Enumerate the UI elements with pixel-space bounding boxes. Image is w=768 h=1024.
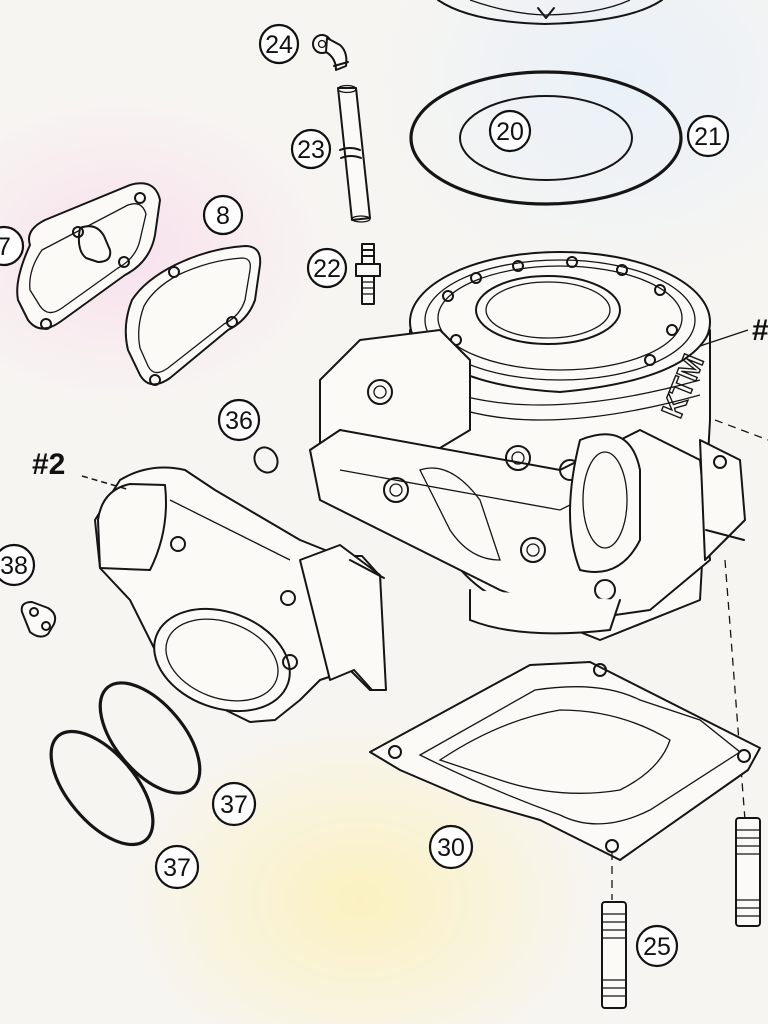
stud-axis-line [724, 559, 746, 821]
svg-text:37: 37 [220, 791, 248, 819]
callout-37-lower: 37 [154, 844, 200, 890]
o-ring-part-37-lower [49, 729, 155, 847]
part-2-leader [81, 475, 131, 491]
alignment-line [714, 419, 768, 441]
callout-7: 7 [0, 225, 25, 267]
svg-text:8: 8 [216, 202, 230, 230]
svg-text:25: 25 [643, 933, 671, 961]
manifold-part-2 [94, 466, 387, 723]
svg-text:21: 21 [694, 123, 722, 151]
callout-23: 23 [290, 128, 332, 170]
svg-text:23: 23 [297, 136, 325, 164]
callout-22: 22 [306, 247, 348, 289]
o-ring-part-21 [409, 70, 683, 206]
cover-gasket-part-7 [16, 182, 161, 330]
small-o-ring-part-36 [253, 446, 279, 474]
part-right-label: # [752, 314, 768, 347]
stud-part-25 [601, 901, 627, 1009]
cylinder-head-partial [437, 0, 663, 25]
svg-text:20: 20 [496, 118, 524, 146]
svg-text:36: 36 [225, 407, 253, 435]
callout-30: 30 [428, 824, 474, 870]
hose-part-23 [337, 84, 371, 223]
plate-part-38 [20, 601, 57, 638]
callout-20: 20 [488, 109, 532, 153]
callout-25: 25 [635, 924, 679, 968]
callout-37-upper: 37 [211, 781, 257, 827]
part-right-leader [699, 329, 749, 347]
callout-24: 24 [258, 23, 300, 65]
callout-21: 21 [686, 114, 730, 158]
part-2-label: #2 [32, 448, 65, 481]
cover-gasket-part-8 [124, 245, 262, 386]
svg-text:24: 24 [265, 31, 293, 59]
callout-38: 38 [0, 543, 36, 587]
stud-part-25-right [735, 817, 761, 927]
callout-8: 8 [202, 194, 244, 236]
svg-text:38: 38 [0, 552, 28, 580]
svg-text:22: 22 [313, 255, 341, 283]
svg-text:30: 30 [437, 834, 465, 862]
base-gasket-part-30 [369, 661, 761, 861]
o-ring-part-20 [459, 95, 633, 181]
nipple-part-22 [355, 243, 381, 305]
callout-36: 36 [217, 398, 261, 442]
cylinder-part: KTM [309, 251, 746, 641]
svg-text:7: 7 [0, 233, 11, 261]
svg-text:37: 37 [163, 854, 191, 882]
elbow-fitting-part-24 [312, 34, 349, 71]
